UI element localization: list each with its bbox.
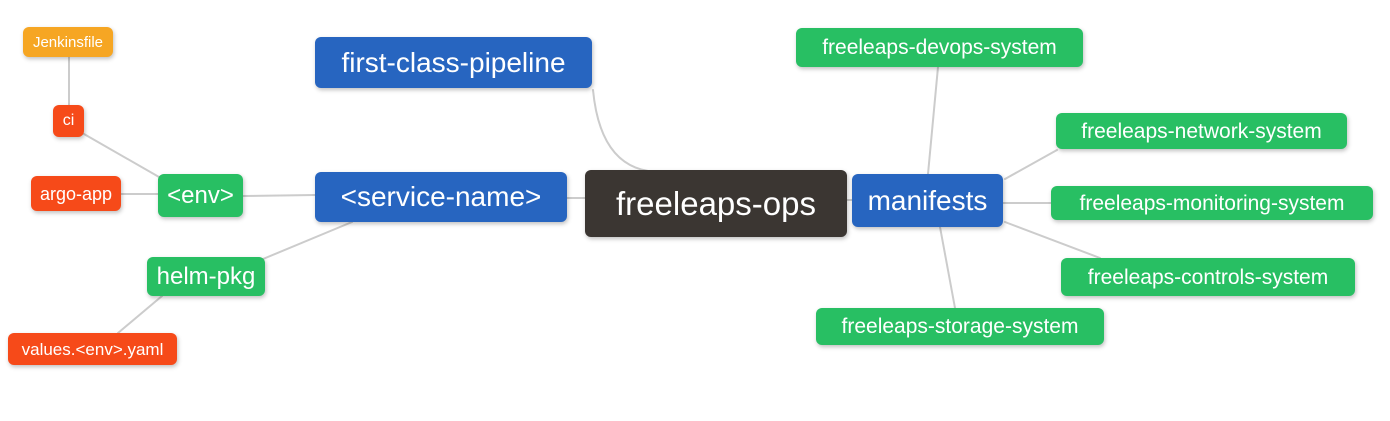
node-first-class-pipeline[interactable]: first-class-pipeline	[315, 37, 592, 88]
edge-manifests-storage	[939, 226, 956, 309]
node-service-name[interactable]: <service-name>	[315, 172, 567, 222]
node-helm-pkg[interactable]: helm-pkg	[147, 257, 265, 296]
node-freeleaps-monitoring-system[interactable]: freeleaps-monitoring-system	[1051, 186, 1373, 220]
node-values-env-yaml[interactable]: values.<env>.yaml	[8, 333, 177, 365]
node-freeleaps-ops[interactable]: freeleaps-ops	[585, 170, 847, 237]
node-jenkinsfile[interactable]: Jenkinsfile	[23, 27, 113, 57]
edge-manifests-devops	[927, 66, 939, 175]
edge-ci-env	[83, 133, 160, 178]
edge-env-service-name	[242, 194, 316, 197]
node-freeleaps-storage-system[interactable]: freeleaps-storage-system	[816, 308, 1104, 345]
edge-helm-pkg-service-name	[262, 221, 353, 260]
node-ci[interactable]: ci	[53, 105, 84, 137]
edge-manifests-controls	[1004, 221, 1101, 259]
edge-pipeline-ops	[592, 89, 649, 172]
edge-manifests-network	[1004, 149, 1058, 180]
node-manifests[interactable]: manifests	[852, 174, 1003, 227]
node-freeleaps-devops-system[interactable]: freeleaps-devops-system	[796, 28, 1083, 67]
edge-values-helm-pkg	[117, 295, 163, 334]
node-env[interactable]: <env>	[158, 174, 243, 217]
node-freeleaps-network-system[interactable]: freeleaps-network-system	[1056, 113, 1347, 149]
node-freeleaps-controls-system[interactable]: freeleaps-controls-system	[1061, 258, 1355, 296]
node-argo-app[interactable]: argo-app	[31, 176, 121, 211]
